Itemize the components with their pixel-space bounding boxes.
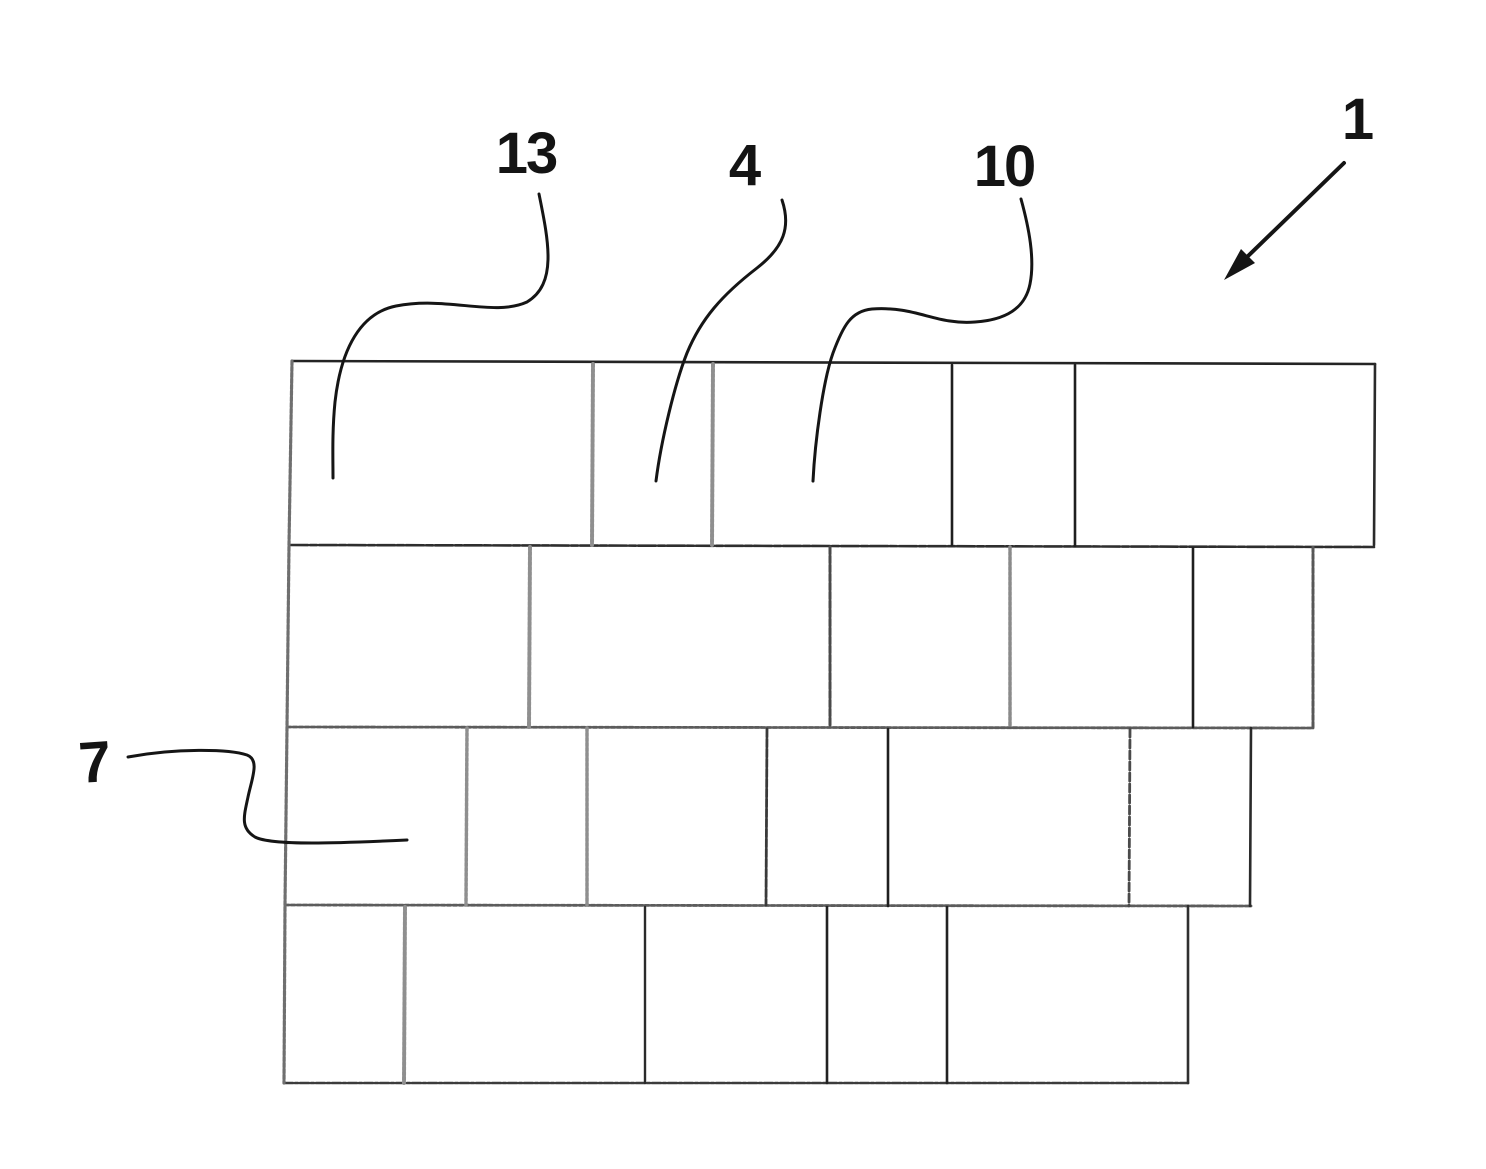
leader-line-10	[811, 197, 1034, 483]
course1-joint-1	[590, 362, 595, 547]
course1-joint-2	[710, 362, 715, 547]
array-left-edge	[282, 359, 294, 1085]
course2-joint-1	[527, 545, 532, 729]
course1-bottom-edge	[288, 543, 1376, 549]
leader-arrow-shaft-1	[1244, 161, 1346, 260]
course2-bottom-edge	[285, 725, 1315, 730]
course3-joint-3	[764, 727, 769, 907]
arrowhead-icon	[1224, 249, 1255, 280]
ref-numeral-13: 13	[495, 121, 558, 186]
course4-joint-1	[402, 905, 407, 1085]
leader-line-4	[654, 198, 788, 483]
course-horizontal-edges	[282, 359, 1377, 1085]
course1-top-edge	[290, 359, 1377, 366]
ref-numeral-4: 4	[728, 133, 761, 198]
course3-bottom-edge	[283, 903, 1253, 908]
course3-right-edge	[1248, 726, 1253, 908]
leader-line-13	[331, 192, 550, 480]
ref-numeral-7: 7	[76, 729, 112, 796]
course4-joints	[402, 905, 949, 1085]
leader-lines	[126, 161, 1346, 845]
ref-numeral-10: 10	[973, 134, 1036, 199]
course3-joint-1	[464, 726, 469, 907]
course1-right-edge	[1372, 362, 1377, 547]
array-outer-edges	[282, 359, 1377, 1085]
course1-joints	[590, 362, 1077, 548]
course3-joints	[464, 726, 1132, 908]
course3-joint-5	[1127, 727, 1132, 908]
leader-line-7	[126, 748, 409, 845]
ref-numeral-1: 1	[1341, 87, 1374, 152]
course2-joints	[527, 545, 1195, 729]
